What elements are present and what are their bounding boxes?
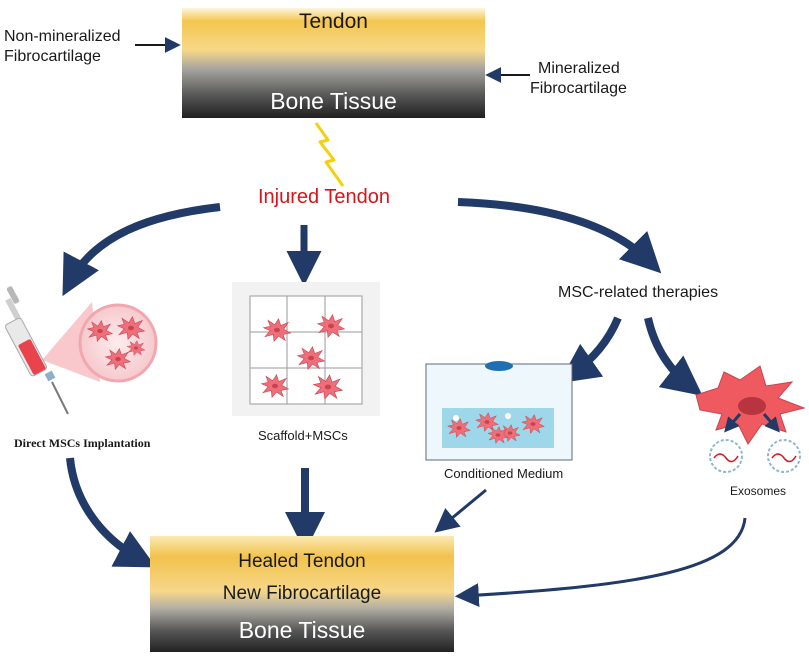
arrow-to-msc-related xyxy=(457,198,662,274)
arrow-to-exosome-cell xyxy=(644,317,703,396)
arrow-exosomes-to-healed xyxy=(454,517,747,608)
exosomes-label: Exosomes xyxy=(730,484,787,498)
syringe-icon xyxy=(4,286,69,415)
arrow-to-exosome-right xyxy=(762,413,780,433)
non-mineralized-label-line2: Fibrocartilage xyxy=(4,48,101,65)
exosome-icon-left xyxy=(709,439,743,473)
msc-cell-icon xyxy=(695,365,806,445)
direct-msc-implantation-label: Direct MSCs Implantation xyxy=(14,436,151,450)
cells-magnified-icon xyxy=(78,303,158,383)
mineralized-label-line2: Fibrocartilage xyxy=(530,80,627,97)
lightning-icon xyxy=(314,122,345,187)
arrow-direct-to-healed xyxy=(66,457,157,568)
top-tissue-block xyxy=(182,8,485,118)
injured-tendon-label: Injured Tendon xyxy=(258,186,390,208)
scaffold-grid-icon xyxy=(232,282,380,416)
healed-tendon-label: Healed Tendon xyxy=(238,551,366,572)
scaffold-msc-label: Scaffold+MSCs xyxy=(258,428,348,443)
new-fibrocartilage-label: New Fibrocartilage xyxy=(222,583,382,604)
non-mineralized-label-line1: Non-mineralized xyxy=(4,28,121,45)
exosome-icon-right xyxy=(767,439,801,473)
msc-related-therapies-label: MSC-related therapies xyxy=(558,284,719,301)
conditioned-medium-tank-icon xyxy=(425,361,573,461)
tendon-label: Tendon xyxy=(299,10,368,33)
arrow-to-direct-implantation xyxy=(62,203,221,297)
arrow-medium-to-healed xyxy=(434,488,487,533)
conditioned-medium-label: Conditioned Medium xyxy=(444,466,564,481)
bottom-bone-tissue-label: Bone Tissue xyxy=(238,617,366,643)
arrow-to-exosome-left xyxy=(724,413,742,433)
arrow-to-conditioned-medium xyxy=(558,316,622,384)
bone-tissue-label: Bone Tissue xyxy=(270,88,397,114)
mineralized-label-line1: Mineralized xyxy=(538,60,620,77)
bottom-tissue-block xyxy=(150,536,454,652)
